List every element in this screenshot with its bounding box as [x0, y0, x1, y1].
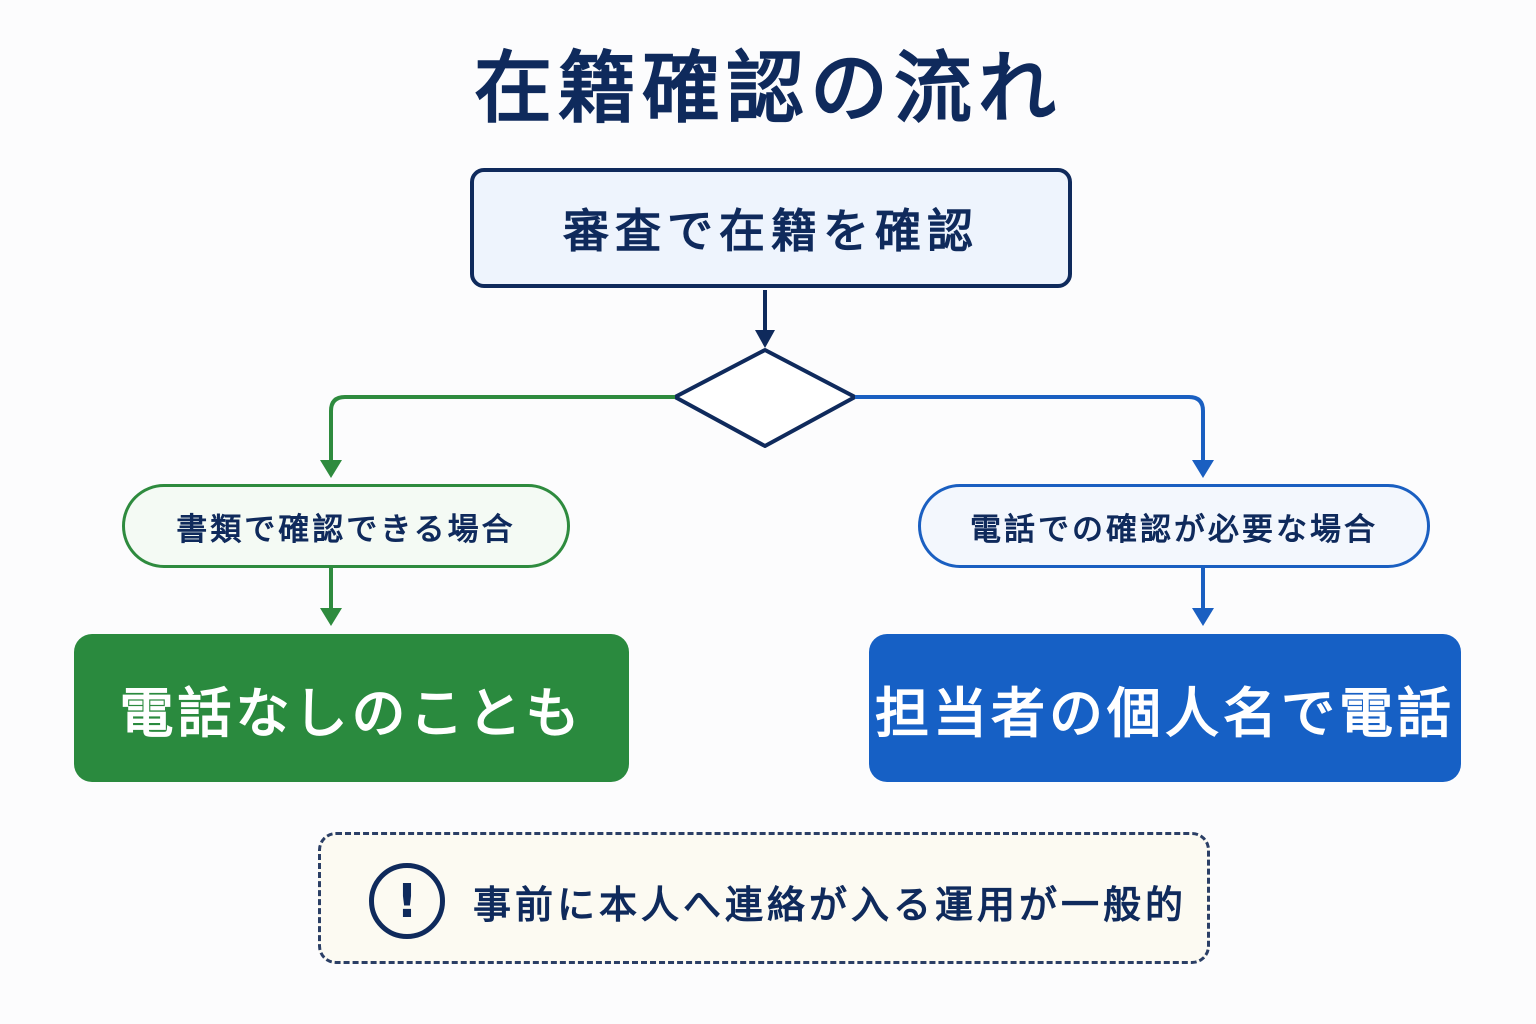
branch-left-label: 書類で確認できる場合: [176, 511, 516, 548]
arrowhead-right-to-result: [1192, 608, 1214, 626]
note-text: 事前に本人へ連絡が入る運用が一般的: [473, 882, 1188, 927]
arrowhead-decision-to-left: [320, 460, 342, 478]
result-right-label: 担当者の個人名で電話: [875, 681, 1455, 745]
start-step-label: 審査で在籍を確認: [563, 204, 979, 258]
arrowhead-left-to-result: [320, 608, 342, 626]
connector-decision-to-left: [329, 395, 675, 462]
branch-left-condition: 書類で確認できる場合: [122, 484, 570, 568]
result-left-box: 電話なしのことも: [74, 634, 629, 782]
branch-right-condition: 電話での確認が必要な場合: [918, 484, 1430, 568]
branch-right-label: 電話での確認が必要な場合: [970, 511, 1378, 548]
result-right-box: 担当者の個人名で電話: [869, 634, 1461, 782]
exclamation-circle-icon: !: [369, 863, 445, 939]
note-box: ! 事前に本人へ連絡が入る運用が一般的: [318, 832, 1210, 964]
connector-decision-to-right: [855, 395, 1205, 462]
arrowhead-decision-to-right: [1192, 460, 1214, 478]
page-title: 在籍確認の流れ: [473, 44, 1062, 134]
arrowhead-start-to-decision: [755, 330, 775, 348]
result-left-label: 電話なしのことも: [119, 681, 584, 745]
start-step-box: 審査で在籍を確認: [470, 168, 1072, 288]
decision-diamond: [673, 348, 857, 448]
